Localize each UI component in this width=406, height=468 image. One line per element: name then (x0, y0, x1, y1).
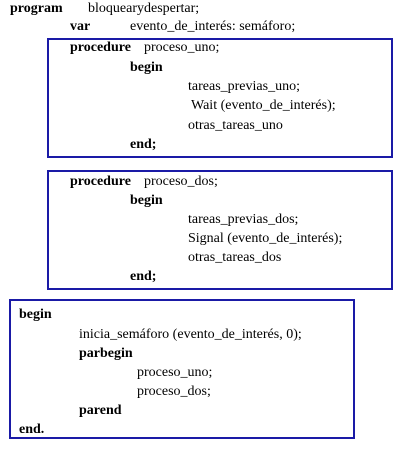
main-block-box (9, 299, 355, 439)
procedure-dos-line-2: Signal (evento_de_interés); (188, 231, 343, 246)
main-call-2: proceso_dos; (137, 384, 211, 399)
procedure-dos-name: proceso_dos; (144, 174, 218, 189)
main-call-1: proceso_uno; (137, 365, 213, 380)
program-keyword: program (10, 1, 63, 16)
procedure-uno-box (47, 38, 393, 158)
main-parend: parend (79, 403, 122, 418)
procedure-uno-name: proceso_uno; (144, 40, 220, 55)
main-parbegin: parbegin (79, 346, 133, 361)
main-end: end. (19, 422, 45, 437)
procedure-dos-begin: begin (130, 193, 163, 208)
main-init-line: inicia_semáforo (evento_de_interés, 0); (79, 327, 302, 342)
var-keyword: var (70, 19, 91, 34)
procedure-uno-line-3: otras_tareas_uno (188, 118, 283, 133)
procedure-uno-end: end; (130, 137, 157, 152)
var-declaration: evento_de_interés: semáforo; (130, 19, 296, 34)
procedure-dos-line-3: otras_tareas_dos (188, 250, 282, 265)
procedure-uno-keyword: procedure (70, 40, 131, 55)
procedure-dos-line-1: tareas_previas_dos; (188, 212, 299, 227)
procedure-dos-keyword: procedure (70, 174, 131, 189)
main-begin: begin (19, 307, 52, 322)
procedure-uno-line-1: tareas_previas_uno; (188, 79, 300, 94)
procedure-uno-begin: begin (130, 60, 163, 75)
procedure-dos-box (47, 170, 393, 290)
procedure-uno-line-2: Wait (evento_de_interés); (191, 98, 336, 113)
procedure-dos-end: end; (130, 269, 157, 284)
program-name: bloquearydespertar; (88, 1, 200, 16)
